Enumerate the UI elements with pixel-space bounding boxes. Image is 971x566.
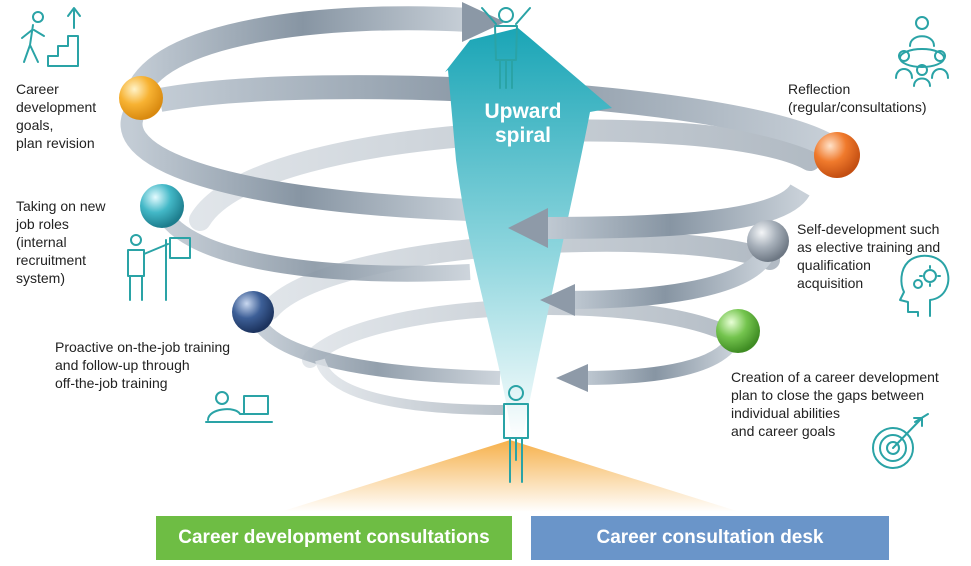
label-new-job-roles: Taking on new job roles (internal recrui… <box>16 198 106 286</box>
left-band-lower <box>248 312 501 385</box>
sphere-self-development <box>747 220 789 262</box>
top-arc-band <box>123 6 471 104</box>
arrow-bottom-head <box>556 364 588 392</box>
upper-band-front <box>120 97 471 221</box>
center-title-line2: spiral <box>494 124 552 147</box>
label-self-development: Self-development such as elective traini… <box>797 221 941 291</box>
arrow-self-development-band <box>539 183 810 239</box>
climbing-stairs-icon <box>21 7 81 67</box>
head-gear-icon <box>899 254 950 317</box>
raised-arms-person-icon <box>481 7 531 89</box>
arrow-bottom-band <box>579 340 736 385</box>
label-reflection: Reflection (regular/consultations) <box>788 81 927 115</box>
career-consultation-desk-button[interactable]: Career consultation desk <box>531 516 889 560</box>
top-arc-arrowhead <box>462 2 505 42</box>
sphere-reflection <box>814 132 860 178</box>
center-title: Upward spiral <box>458 100 588 148</box>
center-title-line1: Upward <box>484 100 562 123</box>
standing-person-icon <box>503 385 529 483</box>
sphere-ojt <box>232 291 274 333</box>
arrow-career-plan-head <box>540 284 575 316</box>
sphere-career-plan <box>716 309 760 353</box>
target-icon <box>872 413 929 469</box>
label-ojt: Proactive on-the-job training and follow… <box>55 339 231 391</box>
presenter-board-icon <box>127 234 191 301</box>
label-career-goals: Career development goals, plan revision <box>16 81 97 151</box>
arrow-self-development-head <box>508 208 548 248</box>
label-career-plan: Creation of a career development plan to… <box>731 369 939 439</box>
career-development-consultations-button[interactable]: Career development consultations <box>156 516 512 560</box>
arrow-career-plan-band <box>564 249 773 309</box>
left-band-bottom <box>315 358 506 415</box>
consultation-group-icon <box>895 16 949 87</box>
sphere-new-job-roles <box>140 184 184 228</box>
laptop-worker-icon <box>205 391 273 423</box>
sphere-career-goals <box>119 76 163 120</box>
